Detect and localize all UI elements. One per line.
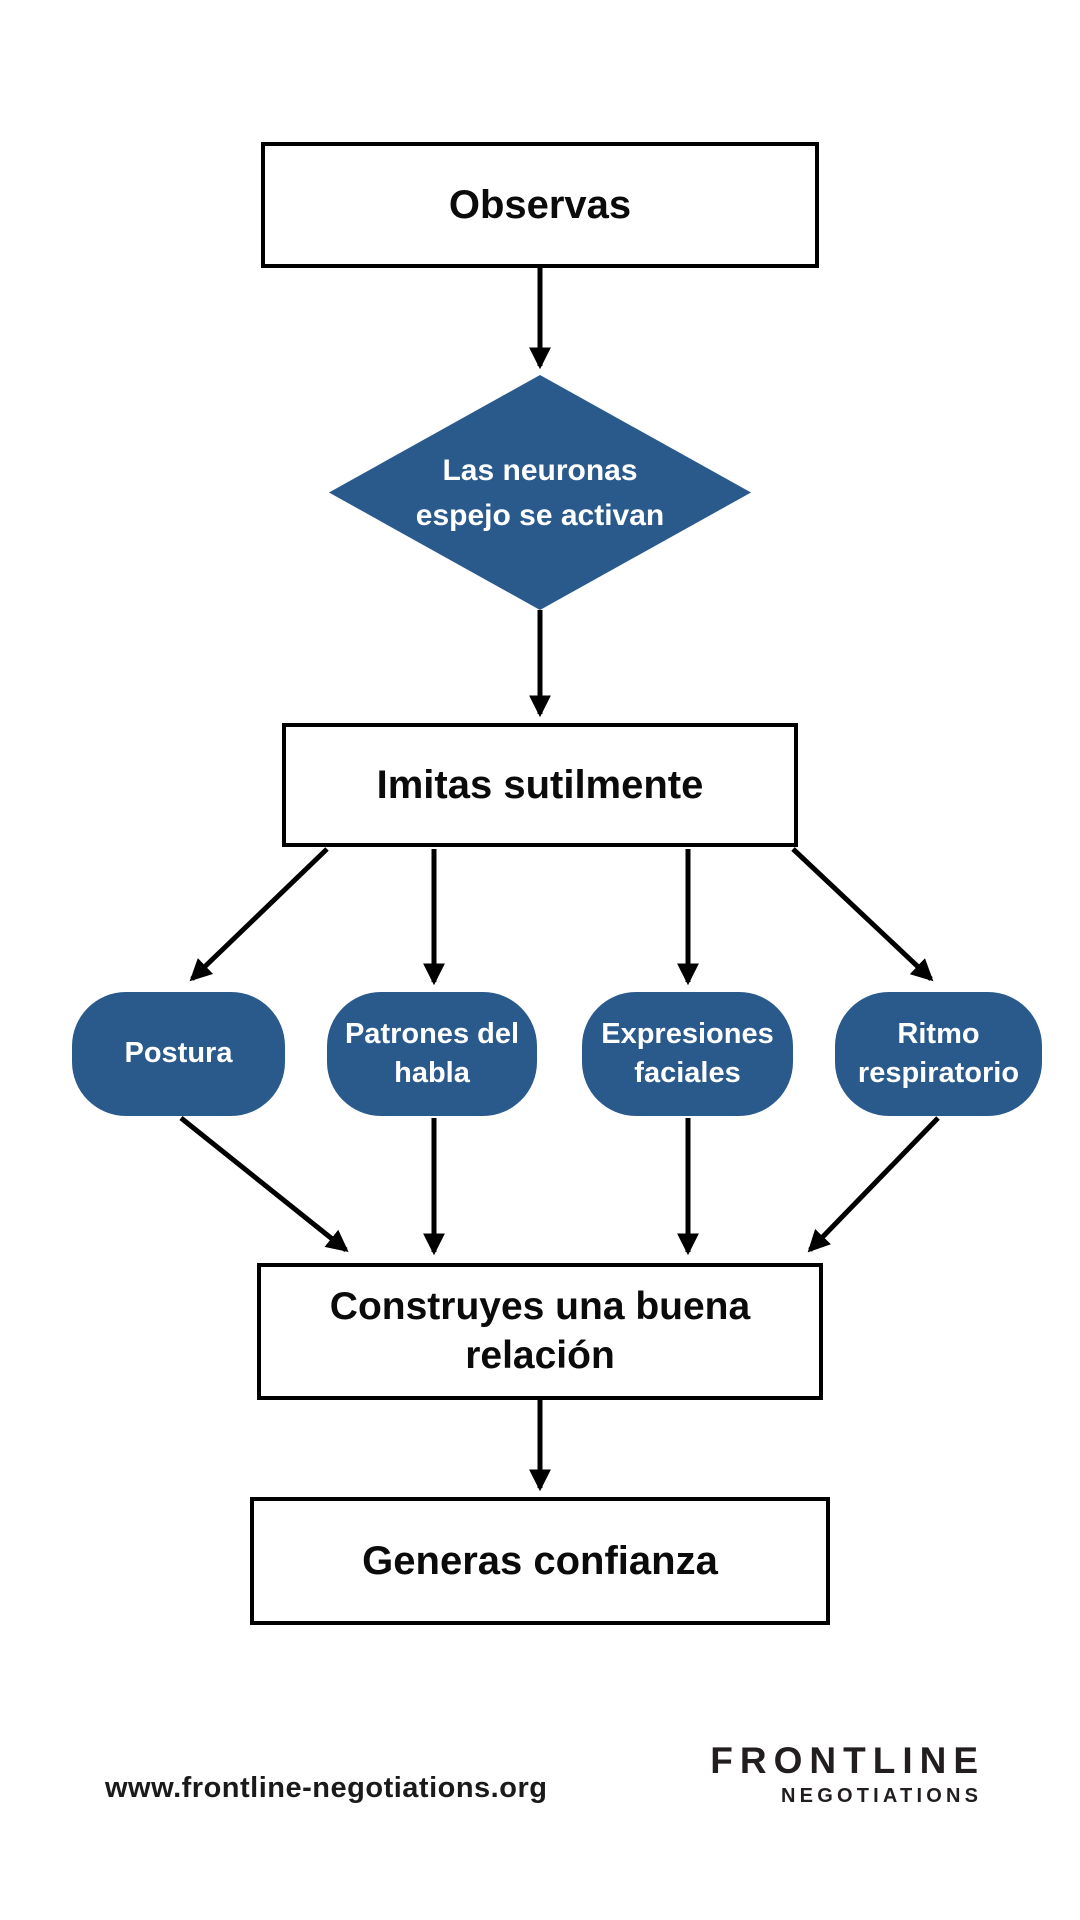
node-ritmo-label: Ritmo respiratorio — [857, 1017, 1020, 1089]
logo-negotiations-text: NEGOTIATIONS — [781, 1785, 983, 1807]
arrow-postura-construyes — [179, 1116, 349, 1253]
node-postura: Postura — [72, 992, 285, 1116]
node-expresiones-faciales: Expresiones faciales — [582, 992, 793, 1116]
node-postura-label: Postura — [124, 1037, 233, 1070]
node-mirror-neurons-diamond: Las neuronas espejo se activan — [329, 375, 751, 610]
website-url: www.frontline-negotiations.org — [105, 1772, 548, 1804]
node-patrones-label: Patrones del habla — [344, 1017, 520, 1089]
logo-frontline-text: FRONTLINE — [710, 1740, 985, 1781]
node-patrones-del-habla: Patrones del habla — [327, 992, 537, 1116]
node-observas: Observas — [261, 142, 819, 268]
node-mirror-neurons-label: Las neuronas espejo se activan — [415, 453, 665, 532]
node-construyes-label: Construyes una buena relación — [329, 1284, 751, 1377]
frontline-negotiations-logo: FRONTLINE NEGOTIATIONS — [710, 1742, 978, 1806]
arrow-ritmo-construyes — [807, 1116, 940, 1253]
arrow-imitas-postura — [189, 847, 329, 982]
node-expresiones-label: Expresiones faciales — [601, 1017, 774, 1089]
node-generas-confianza: Generas confianza — [250, 1497, 830, 1625]
node-observas-label: Observas — [448, 183, 632, 227]
node-construyes-relacion: Construyes una buena relación — [257, 1263, 823, 1400]
node-generas-label: Generas confianza — [362, 1539, 718, 1583]
node-imitas-label: Imitas sutilmente — [376, 763, 704, 807]
node-ritmo-respiratorio: Ritmo respiratorio — [835, 992, 1042, 1116]
node-imitas: Imitas sutilmente — [282, 723, 798, 847]
arrow-imitas-ritmo — [791, 847, 934, 982]
